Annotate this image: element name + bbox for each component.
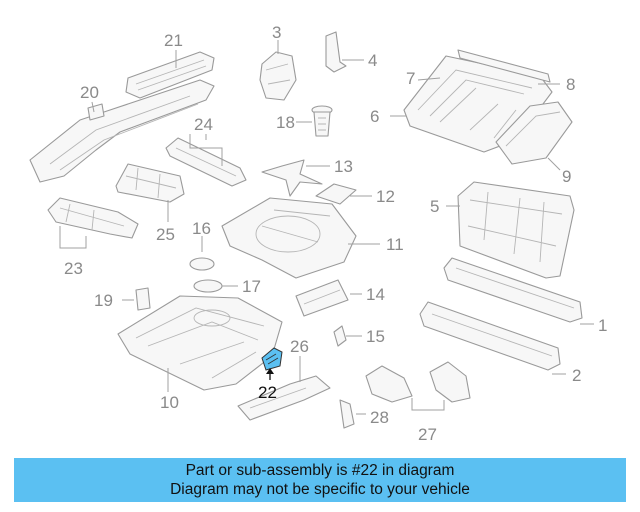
- callout-9: 9: [562, 167, 571, 186]
- part-18-jack: [296, 105, 333, 137]
- banner-line-2: Diagram may not be specific to your vehi…: [170, 481, 470, 498]
- part-22-highlighted: [261, 347, 283, 380]
- callout-17: 17: [242, 277, 261, 296]
- info-banner: Part or sub-assembly is #22 in diagram D…: [14, 458, 626, 502]
- callout-13: 13: [334, 157, 353, 176]
- part-3-bracket: [259, 40, 297, 101]
- part-9-side-panel: [495, 101, 573, 171]
- part-23-rail: [47, 197, 139, 249]
- part-28-strap: [339, 399, 366, 429]
- callout-3: 3: [272, 23, 281, 42]
- callout-2: 2: [572, 366, 581, 385]
- callout-27: 27: [418, 425, 437, 444]
- callout-26: 26: [290, 337, 309, 356]
- part-11-wheel-well: [221, 197, 380, 279]
- part-13-bracket: [261, 159, 330, 197]
- part-25-support: [115, 163, 185, 222]
- callout-11: 11: [386, 235, 404, 254]
- callout-28: 28: [370, 408, 389, 427]
- callout-8: 8: [566, 75, 575, 94]
- callout-23: 23: [64, 259, 83, 278]
- callout-5: 5: [430, 197, 439, 216]
- part-26-floor-plate: [237, 356, 331, 421]
- callout-24: 24: [194, 115, 213, 134]
- part-24-cross-member: [165, 134, 247, 187]
- callout-14: 14: [366, 285, 385, 304]
- part-15-clip: [333, 325, 362, 347]
- callout-4: 4: [368, 51, 377, 70]
- callout-15: 15: [366, 327, 385, 346]
- callout-21: 21: [164, 31, 183, 50]
- part-10-floor-pan: [117, 295, 283, 392]
- callout-12: 12: [376, 187, 395, 206]
- part-27-brackets: [365, 361, 471, 411]
- callout-1: 1: [598, 316, 607, 335]
- banner-line-1: Part or sub-assembly is #22 in diagram: [185, 462, 455, 479]
- callout-16: 16: [192, 219, 211, 238]
- callout-18: 18: [276, 113, 295, 132]
- part-14-bracket: [295, 279, 362, 317]
- part-4-bracket: [325, 31, 364, 73]
- callout-19: 19: [94, 291, 113, 310]
- parts-diagram: 1 2 3 4 5 6 7 8 9 10 11 12 13 14 15 16 1…: [29, 23, 607, 444]
- part-5-rear-panel: [446, 181, 575, 279]
- part-20-side-member: [29, 79, 215, 183]
- part-1-lower-panel: [443, 257, 594, 325]
- callout-20: 20: [80, 83, 99, 102]
- part-19-bracket: [122, 287, 151, 311]
- part-12-plate: [315, 183, 372, 205]
- callout-25: 25: [156, 225, 175, 244]
- part-21-rail: [125, 50, 215, 99]
- callout-7: 7: [406, 69, 415, 88]
- callout-10: 10: [160, 393, 179, 412]
- part-2-bumper-carrier: [419, 301, 566, 375]
- part-17-ring: [193, 279, 238, 293]
- part-16-ring: [189, 236, 215, 271]
- callout-22: 22: [258, 383, 277, 402]
- callout-6: 6: [370, 107, 379, 126]
